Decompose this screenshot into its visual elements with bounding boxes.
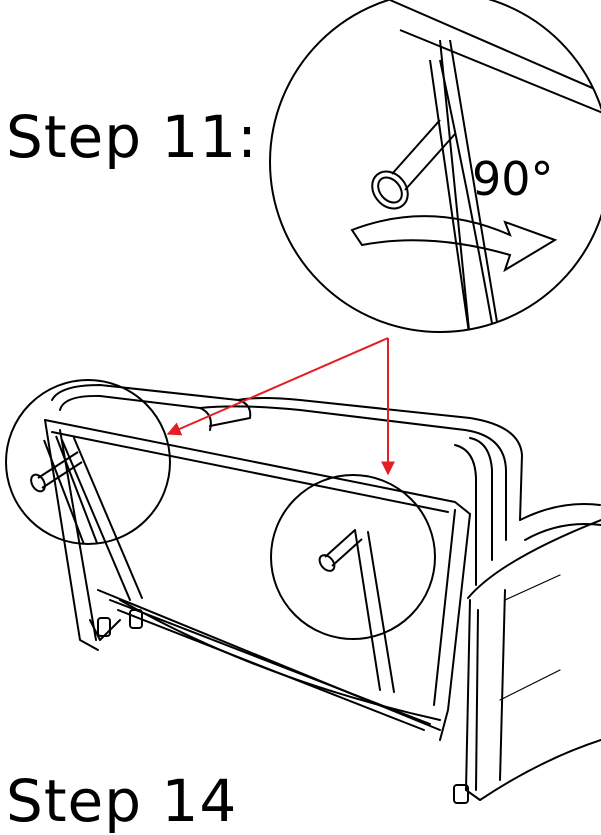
step-title: Step 11: <box>6 103 258 171</box>
armrest <box>467 519 601 599</box>
frame-top-bar <box>44 419 471 515</box>
detail-circle-left <box>5 379 171 545</box>
frame-left-side <box>44 419 99 651</box>
support-leg-right <box>354 529 381 691</box>
foot-left <box>97 617 111 637</box>
zoom-circle <box>269 0 601 333</box>
peg-magnified <box>371 119 456 210</box>
cushion-top-right <box>237 397 523 521</box>
leg-peg-left <box>30 451 83 493</box>
foot-right <box>453 784 469 804</box>
support-leg-left <box>61 439 131 601</box>
next-step-title: Step 14 <box>6 767 238 835</box>
pointer-lines <box>166 337 395 476</box>
cushion-top-left <box>51 384 252 427</box>
cushion-top-left-2 <box>59 394 212 431</box>
rotation-arrow <box>350 215 558 273</box>
leg-peg-right <box>318 529 363 572</box>
foot-mid <box>129 609 143 629</box>
pointer-line-left <box>166 337 389 436</box>
rotation-angle-label: 90° <box>472 152 554 206</box>
frame-right-side <box>439 513 471 741</box>
assembly-diagram <box>5 0 601 804</box>
sofa-back-view <box>44 384 601 804</box>
detail-circle-right <box>270 474 436 640</box>
